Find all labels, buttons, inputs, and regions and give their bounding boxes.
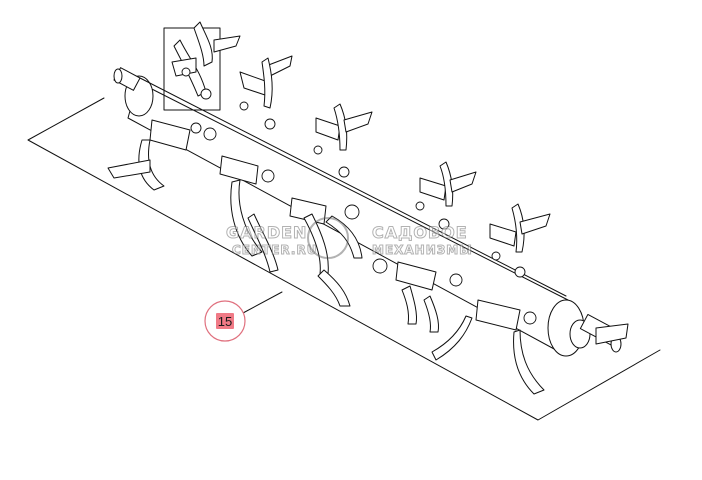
tine-group-top-4	[415, 161, 477, 230]
callout-label: 15	[218, 314, 232, 329]
rotor-shaft	[113, 67, 622, 357]
tine-group-bottom-1	[107, 119, 217, 191]
watermark-logo: GARDEN CENTER.RU САДОВОЕ МЕХАНИЗМЫ	[226, 217, 473, 259]
detail-highlight-box	[163, 27, 221, 111]
watermark-left-line1: GARDEN	[226, 223, 307, 242]
watermark-right-line1: САДОВОЕ	[372, 223, 468, 242]
assembly-outline	[27, 97, 661, 421]
tine-group-bottom-2	[219, 155, 279, 273]
tine-group-top-5	[489, 203, 551, 278]
callout-15[interactable]: 15	[204, 300, 246, 342]
watermark-right-line2: МЕХАНИЗМЫ	[372, 243, 473, 257]
tine-group-bottom-4	[395, 261, 463, 333]
tine-group-top-2	[239, 55, 293, 130]
callout-leader-line	[242, 291, 283, 314]
tine-group-bottom-3	[289, 197, 388, 307]
tine-group-bottom-5	[431, 299, 629, 395]
watermark-left-line2: CENTER.RU	[232, 243, 317, 257]
tine-group-top-3	[313, 103, 373, 178]
callout-badge	[216, 313, 234, 329]
watermark-emblem-icon	[307, 217, 349, 259]
tine-group-top-1	[171, 21, 241, 100]
